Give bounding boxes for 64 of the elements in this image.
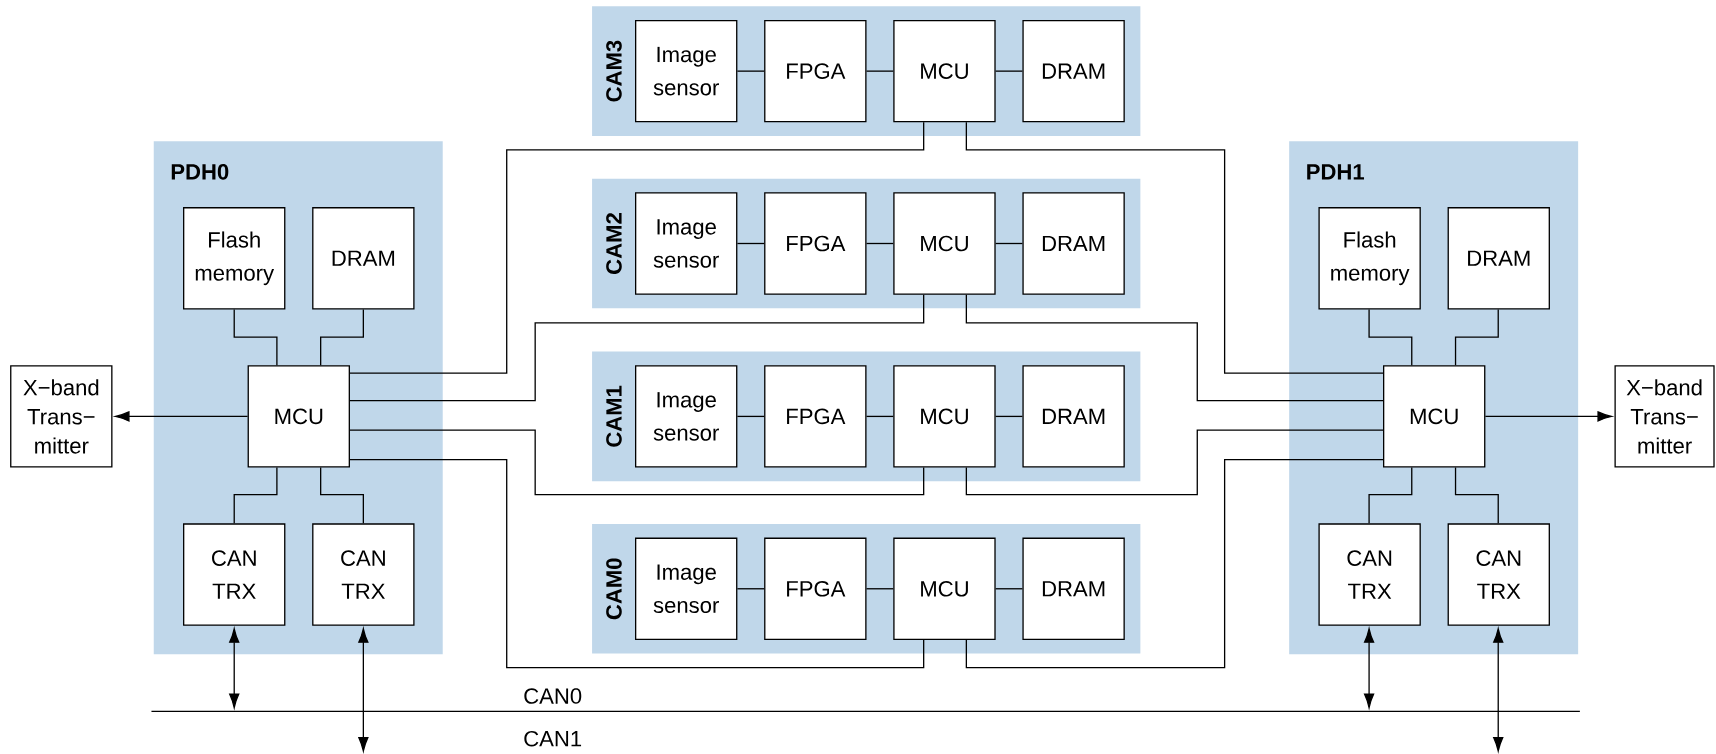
block-box: Flash memory [1318, 207, 1421, 310]
connector-line [865, 415, 894, 418]
block-box: MCU [893, 537, 996, 640]
connector-line [995, 415, 1024, 418]
block-box: MCU [247, 365, 350, 468]
block-box: FPGA [764, 537, 867, 640]
connector-line [995, 70, 1024, 72]
block-box: MCU [893, 365, 996, 468]
block-box: DRAM [1022, 365, 1125, 468]
connector-line [865, 70, 894, 72]
bus-line [150, 710, 1581, 712]
block-box: DRAM [1022, 537, 1125, 640]
block-box: MCU [893, 19, 996, 123]
connector-line [349, 121, 925, 374]
block-box: X−band Trans− mitter [10, 365, 113, 468]
connector-line [736, 588, 765, 590]
arrow [358, 628, 369, 752]
connector-line [995, 242, 1024, 245]
connector-line [320, 308, 364, 366]
arrow [1493, 628, 1504, 752]
bus-label: CAN0 [524, 688, 582, 704]
connector-line [965, 294, 1384, 402]
block-box: FPGA [764, 192, 867, 295]
connector-line [349, 459, 925, 669]
connector-line [349, 429, 925, 496]
connector-line [320, 466, 364, 524]
block-box: Image sensor [635, 192, 738, 295]
block-box: CAN TRX [312, 523, 415, 626]
block-box: FPGA [764, 19, 867, 123]
arrow [229, 628, 240, 709]
connector-line [349, 294, 925, 402]
block-box: X−band Trans− mitter [1614, 365, 1715, 468]
block-box: CAN TRX [183, 523, 286, 626]
arrow [1363, 628, 1375, 709]
connector-line [736, 415, 765, 418]
connector-line [965, 121, 1384, 374]
connector-line [865, 588, 894, 590]
connector-line [865, 242, 894, 245]
connector-line [965, 459, 1384, 669]
connector-line [1454, 466, 1499, 524]
connector-line [736, 242, 765, 245]
block-box: Flash memory [183, 207, 286, 310]
block-box: DRAM [1022, 192, 1125, 295]
connector-line [233, 308, 278, 366]
block-box: Image sensor [635, 19, 738, 123]
connector-line [1454, 308, 1499, 366]
arrow [114, 411, 249, 422]
block-box: DRAM [312, 207, 415, 310]
connector-line [965, 429, 1384, 496]
connector-line [1368, 308, 1413, 366]
arrow [1484, 411, 1613, 422]
block-box: Image sensor [635, 365, 738, 468]
block-box: DRAM [1447, 207, 1550, 310]
connector-line [736, 70, 765, 72]
block-box: Image sensor [635, 537, 738, 640]
block-box: DRAM [1022, 19, 1125, 123]
block-box: FPGA [764, 365, 867, 468]
block-box: MCU [893, 192, 996, 295]
block-box: CAN TRX [1318, 523, 1421, 626]
block-box: MCU [1383, 365, 1486, 468]
connector-line [1368, 466, 1413, 524]
connector-line [233, 466, 278, 524]
block-box: CAN TRX [1447, 523, 1550, 626]
connector-line [995, 588, 1024, 590]
